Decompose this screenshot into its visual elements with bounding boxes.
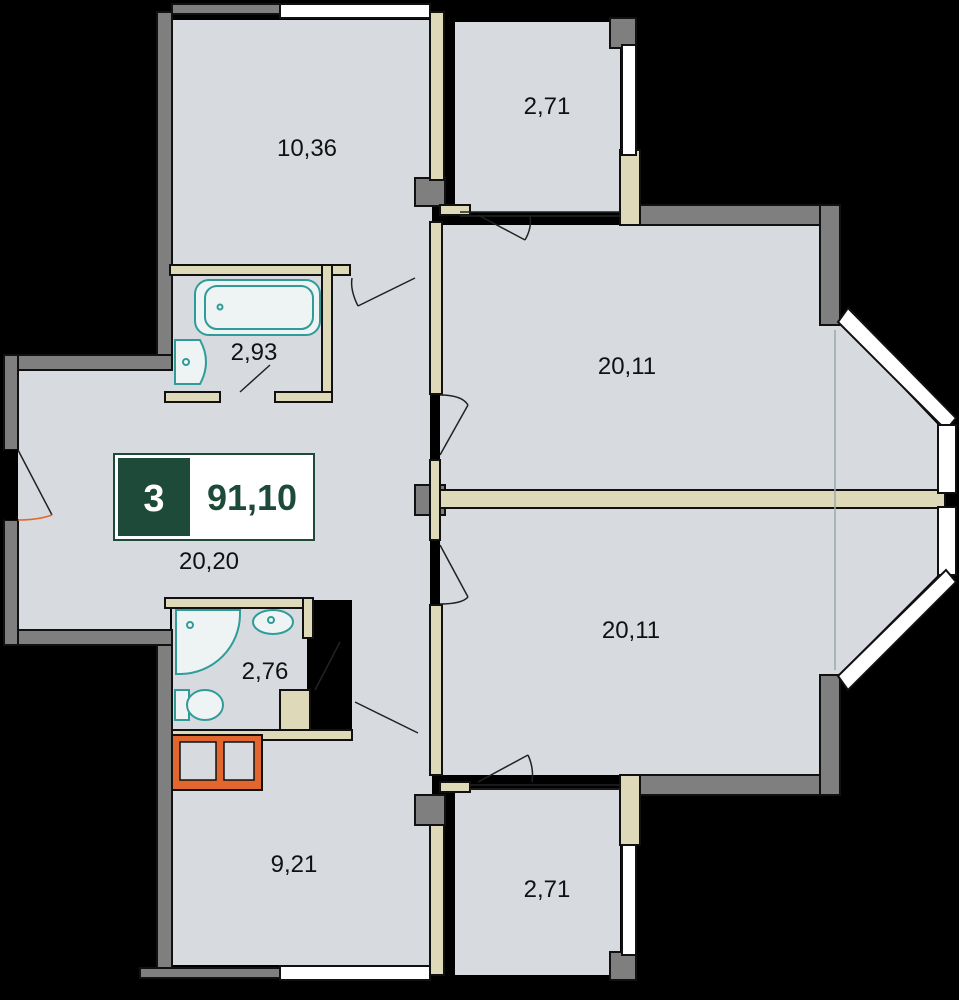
door-wc xyxy=(314,641,341,691)
wall-bathroom-bottom-a xyxy=(164,391,221,403)
door-balcony-bottom xyxy=(477,754,529,783)
window-bay-mid-top xyxy=(937,424,957,494)
windows xyxy=(139,3,958,981)
wall-wc-right xyxy=(302,597,314,639)
wall-hall-right-bottom xyxy=(429,604,443,776)
area-living-bottom: 20,11 xyxy=(602,617,660,644)
wall-outer-hall-bottom xyxy=(3,629,173,646)
badge-total-area: 91,10 xyxy=(207,477,297,518)
window-sill-bottom xyxy=(139,967,281,979)
door-balcony-bottom-swing xyxy=(527,754,534,783)
wall-wc-stub xyxy=(279,689,311,736)
area-bathroom: 2,93 xyxy=(231,339,278,366)
entrance-door-swing xyxy=(17,514,53,521)
area-wc: 2,76 xyxy=(242,658,289,685)
window-balcony-top xyxy=(621,44,637,156)
wall-outer-hall-left-b xyxy=(3,519,19,646)
wall-outer-left-bottom xyxy=(156,629,173,971)
area-badge: 3 91,10 xyxy=(113,453,315,541)
window-sill-top xyxy=(171,3,281,15)
column-balcony-top xyxy=(609,17,637,49)
window-frames xyxy=(460,211,836,790)
wall-outer-living-bottom xyxy=(639,774,841,796)
window-bay-mid-bottom xyxy=(937,506,957,576)
wall-bathroom-bottom-b xyxy=(274,391,333,403)
fixtures xyxy=(174,279,321,721)
wall-bedroom-bottom-right xyxy=(429,824,445,976)
area-bedroom-top: 10,36 xyxy=(277,135,337,162)
outer-walls xyxy=(3,11,841,981)
area-bedroom-bottom: 9,21 xyxy=(271,851,318,878)
wall-bathroom-right xyxy=(321,264,333,401)
door-bedroom-bottom xyxy=(354,701,419,734)
column-bottom xyxy=(414,794,446,826)
area-hall: 20,20 xyxy=(179,548,239,575)
door-bathroom xyxy=(239,364,271,393)
floor-balcony-top xyxy=(455,22,620,212)
door-balcony-top-swing xyxy=(524,215,532,241)
area-balcony-top: 2,71 xyxy=(524,93,571,120)
window-bedroom-top xyxy=(279,3,431,19)
floor-living-bottom xyxy=(440,508,938,775)
wall-hall-right-top xyxy=(429,221,443,395)
room-labels: 10,36 2,71 2,93 20,11 20,20 20,11 2,76 9… xyxy=(179,93,660,903)
door-bedroom-top xyxy=(357,277,416,307)
entrance-door-leaf xyxy=(17,449,53,516)
entrance xyxy=(4,449,53,521)
door-living-top-swing xyxy=(439,394,469,406)
column-top xyxy=(414,177,446,207)
badge-room-count-box xyxy=(118,458,190,536)
wall-outer-living-top xyxy=(639,204,841,226)
inner-walls xyxy=(164,11,946,976)
wall-outer-hall-top xyxy=(3,354,173,371)
wall-bedroom-right xyxy=(429,11,445,181)
washbasin-bathroom xyxy=(174,339,207,385)
door-living-top xyxy=(439,404,469,456)
wall-bathroom-top xyxy=(169,264,351,276)
wall-wc-top xyxy=(164,597,314,609)
floor-living-top xyxy=(440,225,938,492)
window-bedroom-bottom xyxy=(279,965,431,981)
door-bedroom-top-swing xyxy=(350,277,359,307)
wall-balcony-bottom-right xyxy=(619,774,641,846)
area-living-top: 20,11 xyxy=(598,353,656,380)
wall-outer-living-bottom-right xyxy=(819,674,841,796)
area-balcony-bottom: 2,71 xyxy=(524,876,571,903)
toilet-bowl xyxy=(186,689,224,721)
wall-balcony-top-left xyxy=(439,204,471,216)
floor-balcony-bottom xyxy=(455,790,620,975)
door-living-bottom xyxy=(439,544,469,598)
wall-outer-left-top xyxy=(156,11,173,371)
bathtub-inner xyxy=(204,285,314,330)
door-balcony-top xyxy=(477,214,526,241)
wall-balcony-top-right xyxy=(619,149,641,226)
column-balcony-bottom xyxy=(609,951,637,981)
shower-drain xyxy=(186,621,194,629)
doors xyxy=(239,214,534,783)
window-bay-lower xyxy=(836,568,958,692)
duct-shaft-a xyxy=(179,741,217,781)
floor-bedroom-top xyxy=(172,20,432,270)
wall-outer-living-top-right xyxy=(819,204,841,326)
ventilation-duct xyxy=(171,734,263,791)
window-bay-upper xyxy=(836,306,958,432)
wall-center-stub xyxy=(429,459,441,541)
window-balcony-bottom xyxy=(621,844,637,956)
bathtub-drain xyxy=(216,303,224,311)
washbasin-bathroom-tap xyxy=(182,358,190,366)
entrance-opening xyxy=(4,450,18,520)
washbasin-wc-tap xyxy=(267,616,275,624)
badge-room-count: 3 xyxy=(143,478,164,520)
wall-living-divider xyxy=(439,489,946,509)
wall-outer-hall-left-a xyxy=(3,354,19,451)
duct-shaft-b xyxy=(223,741,255,781)
wall-balcony-bottom-left xyxy=(439,781,471,793)
door-living-bottom-swing xyxy=(439,596,469,605)
